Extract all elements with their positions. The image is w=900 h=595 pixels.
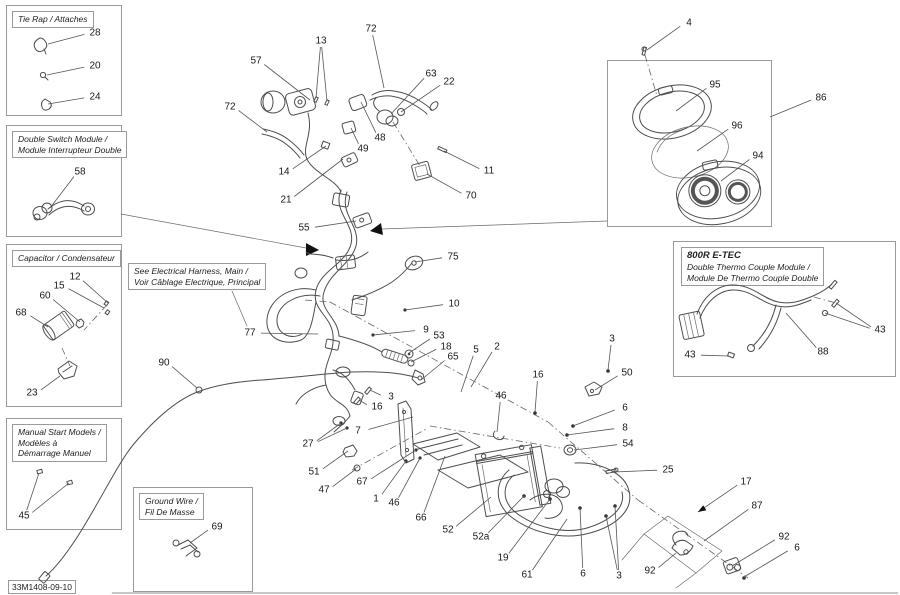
callout-66: 66	[415, 513, 427, 524]
callout-18: 18	[440, 342, 452, 353]
label-line: Capacitor / Condensateur	[18, 253, 115, 263]
callout-1: 1	[373, 494, 379, 505]
callout-55: 55	[298, 223, 310, 234]
panel-manual-start-label: Manual Start Models / Modèles à Démarrag…	[12, 424, 107, 462]
callout-65: 65	[447, 352, 459, 363]
callout-25: 25	[662, 465, 674, 476]
callout-10: 10	[448, 299, 460, 310]
panel-double-switch-label: Double Switch Module / Module Interrupte…	[12, 131, 128, 159]
label-line: Voir Câblage Electrique, Principal	[134, 276, 261, 287]
callout-9: 9	[423, 325, 429, 336]
label-line: Tie Rap / Attaches	[18, 14, 88, 24]
callout-46: 46	[388, 498, 400, 509]
label-line: Modèles à	[18, 437, 58, 448]
callout-4: 4	[686, 18, 692, 29]
panel-tie-rap-label: Tie Rap / Attaches	[12, 11, 94, 28]
callout-63: 63	[425, 69, 437, 80]
handlebar-switch-cluster	[261, 88, 447, 229]
battery	[475, 442, 551, 517]
callout-21: 21	[280, 195, 292, 206]
label-line: Démarrage Manuel	[18, 448, 91, 459]
callout-13: 13	[315, 36, 327, 47]
callout-48: 48	[374, 133, 386, 144]
callout-3: 3	[616, 571, 622, 582]
callout-8: 8	[622, 423, 628, 434]
callout-52: 52	[442, 525, 454, 536]
panel-capacitor-label: Capacitor / Condensateur	[12, 250, 121, 267]
callout-2: 2	[494, 342, 500, 353]
callout-51: 51	[308, 467, 320, 478]
callout-17: 17	[740, 477, 752, 488]
note-see-harness: See Electrical Harness, Main / Voir Câbl…	[128, 263, 267, 291]
label-line: Double Thermo Couple Module /	[687, 261, 810, 272]
callout-3: 3	[609, 334, 615, 345]
callout-5: 5	[473, 345, 479, 356]
callout-77: 77	[244, 328, 256, 339]
label-line: Double Switch Module /	[18, 134, 108, 144]
callout-90: 90	[158, 358, 170, 369]
callout-61: 61	[521, 570, 533, 581]
callout-11: 11	[484, 166, 495, 177]
callout-49: 49	[357, 144, 369, 155]
callout-7: 7	[355, 426, 361, 437]
battery-support-bracket	[339, 369, 610, 488]
callout-6: 6	[794, 543, 800, 554]
starter-cables	[498, 424, 630, 536]
callout-92: 92	[778, 532, 790, 543]
label-line: Module Interrupteur Double	[18, 144, 122, 155]
main-harness	[267, 190, 425, 432]
panel-ground-wire-label: Ground Wire / Fil De Masse	[139, 493, 204, 521]
etec-title: 800R E-TEC	[687, 250, 741, 261]
black-arrow-right	[306, 243, 319, 256]
callout-16: 16	[371, 402, 383, 413]
callout-19: 19	[497, 553, 509, 564]
label-line: Manual Start Models /	[18, 427, 101, 437]
callout-86: 86	[815, 93, 827, 104]
callout-14: 14	[278, 167, 290, 178]
panel-manual-start: Manual Start Models / Modèles à Démarrag…	[6, 418, 122, 530]
callout-54: 54	[622, 439, 634, 450]
label-line: Fil De Masse	[145, 506, 195, 517]
callout-6: 6	[580, 569, 586, 580]
callout-16: 16	[532, 370, 544, 381]
callout-6: 6	[622, 403, 628, 414]
callout-72: 72	[224, 102, 236, 113]
callout-87: 87	[751, 501, 763, 512]
panel-etec: 800R E-TEC Double Thermo Couple Module /…	[673, 241, 896, 377]
callout-67: 67	[356, 477, 368, 488]
callout-22: 22	[443, 77, 455, 88]
callout-75: 75	[447, 252, 459, 263]
black-arrow-left	[370, 223, 383, 235]
panel-etec-label: 800R E-TEC Double Thermo Couple Module /…	[681, 247, 825, 287]
callout-57: 57	[250, 56, 262, 67]
panel-ground-wire: Ground Wire / Fil De Masse	[133, 487, 253, 592]
callout-50: 50	[621, 368, 633, 379]
callout-70: 70	[465, 191, 477, 202]
panel-tie-rap: Tie Rap / Attaches	[6, 5, 122, 116]
label-line: See Electrical Harness, Main /	[134, 266, 248, 276]
drawing-code: 33M1408-09-10	[8, 580, 77, 594]
callout-3: 3	[388, 392, 394, 403]
callout-27: 27	[302, 439, 314, 450]
panel-gauge-cluster	[607, 60, 772, 227]
lower-right-plate	[622, 516, 746, 588]
label-line: Ground Wire /	[145, 496, 198, 506]
callout-72: 72	[365, 24, 377, 35]
callout-53: 53	[433, 331, 445, 342]
panel-double-switch: Double Switch Module / Module Interrupte…	[6, 125, 128, 237]
callout-92: 92	[644, 566, 656, 577]
callout-47: 47	[318, 485, 330, 496]
callout-46: 46	[495, 391, 507, 402]
panel-capacitor: Capacitor / Condensateur	[6, 244, 122, 407]
label-line: Module De Thermo Couple Double	[687, 272, 819, 283]
callout-52a: 52a	[473, 532, 490, 543]
